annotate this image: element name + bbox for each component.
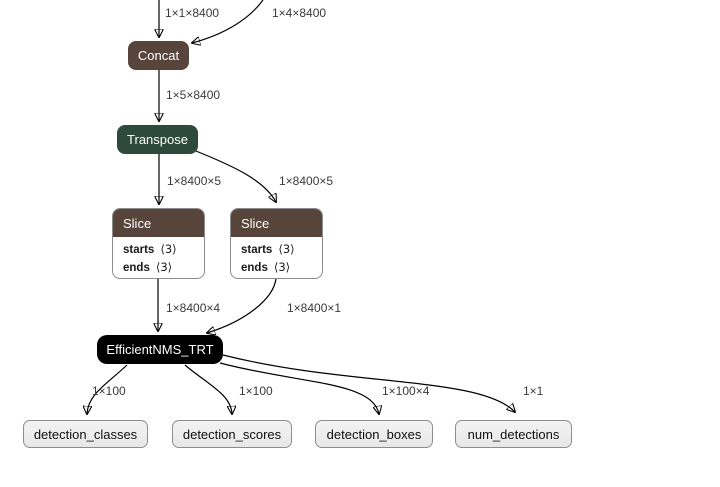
- edge-into-concat-right: [192, 0, 264, 43]
- edge-transpose-to-slice2: [195, 150, 276, 202]
- node-slice-2-header: Slice: [231, 209, 322, 237]
- attribute-value: ⟨3⟩: [155, 260, 173, 274]
- attribute-name: starts: [241, 244, 273, 256]
- attribute-name: starts: [123, 244, 155, 256]
- tensor-shape-label: 1×100×4: [382, 384, 430, 398]
- node-efficientnms-trt[interactable]: EfficientNMS_TRT: [97, 335, 223, 364]
- output-node-num-detections[interactable]: num_detections: [455, 420, 572, 448]
- attribute-value: ⟨3⟩: [160, 242, 177, 256]
- node-title: Transpose: [127, 132, 188, 147]
- tensor-shape-label: 1×8400×1: [287, 301, 342, 315]
- edge-nms-to-detection-classes: [87, 364, 128, 414]
- tensor-shape-label: 1×8400×5: [279, 174, 334, 188]
- tensor-shape-label: 1×8400×4: [166, 301, 221, 315]
- edge-nms-to-detection-boxes: [219, 362, 379, 414]
- output-label: num_detections: [467, 426, 560, 442]
- tensor-shape-label: 1×100: [92, 384, 126, 398]
- output-node-detection-boxes[interactable]: detection_boxes: [315, 420, 433, 448]
- attribute-row: ends ⟨3⟩: [231, 259, 322, 277]
- node-title: EfficientNMS_TRT: [106, 342, 214, 357]
- output-label: detection_boxes: [326, 426, 422, 442]
- attribute-row: starts ⟨3⟩: [113, 241, 204, 259]
- node-slice-2-attributes: starts⟨3⟩ ends⟨3⟩: [231, 237, 322, 278]
- attribute-row: starts ⟨3⟩: [231, 241, 322, 259]
- node-slice-1[interactable]: Slice starts⟨3⟩ ends⟨3⟩: [112, 208, 205, 279]
- edge-slice2-to-nms: [207, 278, 277, 333]
- output-node-detection-scores[interactable]: detection_scores: [172, 420, 292, 448]
- output-label: detection_scores: [182, 426, 282, 442]
- tensor-shape-label: 1×1×8400: [165, 6, 220, 20]
- node-title: Slice: [123, 215, 152, 231]
- output-label: detection_classes: [33, 426, 138, 442]
- attribute-value: ⟨3⟩: [273, 260, 291, 274]
- attribute-row: ends ⟨3⟩: [113, 259, 204, 277]
- node-slice-2[interactable]: Slice starts⟨3⟩ ends⟨3⟩: [230, 208, 323, 279]
- node-transpose[interactable]: Transpose: [117, 125, 198, 154]
- tensor-shape-label: 1×8400×5: [167, 174, 222, 188]
- tensor-shape-label: 1×1: [523, 384, 544, 398]
- node-title: Slice: [241, 215, 270, 231]
- node-title: Concat: [137, 48, 180, 63]
- tensor-shape-label: 1×100: [239, 384, 273, 398]
- output-node-detection-classes[interactable]: detection_classes: [23, 420, 148, 448]
- attribute-value: ⟨3⟩: [278, 242, 295, 256]
- node-slice-1-header: Slice: [113, 209, 204, 237]
- attribute-name: ends: [123, 262, 150, 274]
- edge-nms-to-num-detections: [222, 354, 515, 412]
- attribute-name: ends: [241, 262, 268, 274]
- node-slice-1-attributes: starts⟨3⟩ ends⟨3⟩: [113, 237, 204, 278]
- tensor-shape-label: 1×5×8400: [166, 88, 221, 102]
- tensor-shape-label: 1×4×8400: [272, 6, 327, 20]
- edge-nms-to-detection-scores: [184, 364, 232, 414]
- node-concat[interactable]: Concat: [128, 41, 189, 70]
